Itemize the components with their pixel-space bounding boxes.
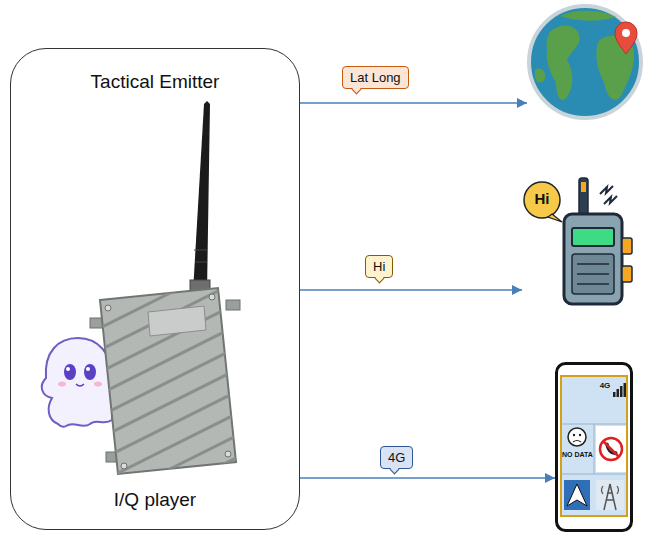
box-title: Tactical Emitter bbox=[91, 71, 220, 93]
arrow-label: Lat Long bbox=[342, 66, 409, 89]
box-caption: I/Q player bbox=[114, 489, 196, 511]
bolt bbox=[105, 305, 111, 311]
bubble-tail bbox=[390, 465, 400, 475]
call-tile bbox=[596, 426, 626, 472]
radio-speaker bbox=[572, 254, 614, 294]
antenna-ring bbox=[194, 250, 207, 251]
antenna-ring bbox=[195, 262, 207, 263]
speaker-grille bbox=[577, 263, 609, 265]
antenna-rod bbox=[193, 101, 210, 292]
location-pin bbox=[615, 22, 637, 54]
mount-tab bbox=[226, 300, 240, 310]
ghost-eye-shine bbox=[86, 367, 90, 371]
bolt bbox=[121, 463, 127, 469]
no-call-slash bbox=[603, 441, 619, 457]
emitter-box: Tactical EmitterI/Q player bbox=[10, 48, 300, 530]
signal-bar bbox=[617, 389, 620, 397]
face-eye bbox=[573, 434, 575, 436]
ghost-cheek bbox=[94, 382, 102, 387]
speech-text: Hi bbox=[524, 190, 560, 207]
bolt bbox=[225, 451, 231, 457]
ghost-mascot bbox=[42, 338, 112, 427]
edge-label: 4G bbox=[380, 446, 413, 469]
signal-bolt bbox=[600, 186, 613, 194]
network-badge: 4G bbox=[597, 381, 613, 391]
ghost-eye-shine bbox=[66, 367, 70, 371]
signal-bar bbox=[613, 392, 616, 397]
signal-bar bbox=[620, 386, 623, 397]
speech-bubble bbox=[524, 182, 560, 218]
speaker-grille bbox=[577, 283, 609, 285]
arrow-line bbox=[300, 102, 527, 103]
antenna bbox=[190, 101, 210, 294]
signal-arrow bbox=[300, 477, 555, 478]
screen-divider bbox=[594, 424, 595, 474]
phone-body bbox=[557, 364, 632, 531]
ghost-cheek bbox=[58, 382, 66, 387]
radio-icon: Hi bbox=[522, 176, 650, 308]
globe-land bbox=[535, 68, 545, 82]
bubble-tail bbox=[352, 85, 362, 95]
enclosure-ribs bbox=[96, 255, 246, 538]
label-plate bbox=[148, 306, 206, 336]
edge-label: Hi bbox=[365, 255, 393, 278]
emitter-enclosure bbox=[90, 255, 246, 538]
ghost-eye bbox=[84, 364, 96, 380]
bubble-tail bbox=[375, 274, 385, 284]
status-text: NO DATA bbox=[562, 450, 593, 459]
signal-arrow bbox=[300, 289, 522, 290]
ghost-mouth bbox=[76, 384, 84, 386]
cell-tower bbox=[604, 484, 616, 510]
map-tile bbox=[564, 480, 590, 510]
radio-knob bbox=[622, 238, 632, 254]
nav-arrow bbox=[567, 484, 587, 506]
speech-tail bbox=[548, 214, 562, 222]
bolt bbox=[209, 294, 215, 300]
ghost-eye bbox=[64, 364, 76, 380]
icon-outline bbox=[555, 362, 633, 532]
face-eye bbox=[579, 434, 581, 436]
phone-screen bbox=[561, 376, 627, 516]
radio-antenna-band bbox=[581, 182, 586, 192]
signal-bolt bbox=[604, 196, 617, 204]
radio-screen bbox=[572, 228, 614, 246]
radio-body bbox=[564, 214, 622, 304]
location-pin-hole bbox=[622, 29, 630, 37]
ghost-body bbox=[42, 338, 112, 427]
phone-icon: 4G NO DATA bbox=[555, 362, 633, 532]
sad-face bbox=[568, 428, 586, 446]
speaker-grille bbox=[577, 273, 609, 275]
no-call-ring bbox=[600, 438, 622, 460]
radio-knob bbox=[622, 266, 632, 282]
tower-waves bbox=[602, 486, 619, 494]
radio-antenna bbox=[579, 178, 588, 218]
signal-bar bbox=[624, 383, 627, 397]
globe-land bbox=[547, 26, 580, 101]
globe-land bbox=[560, 11, 616, 21]
globe-ocean bbox=[529, 6, 641, 118]
tower-tile bbox=[596, 480, 624, 510]
globe-icon bbox=[529, 6, 641, 118]
face-mouth bbox=[573, 441, 581, 443]
